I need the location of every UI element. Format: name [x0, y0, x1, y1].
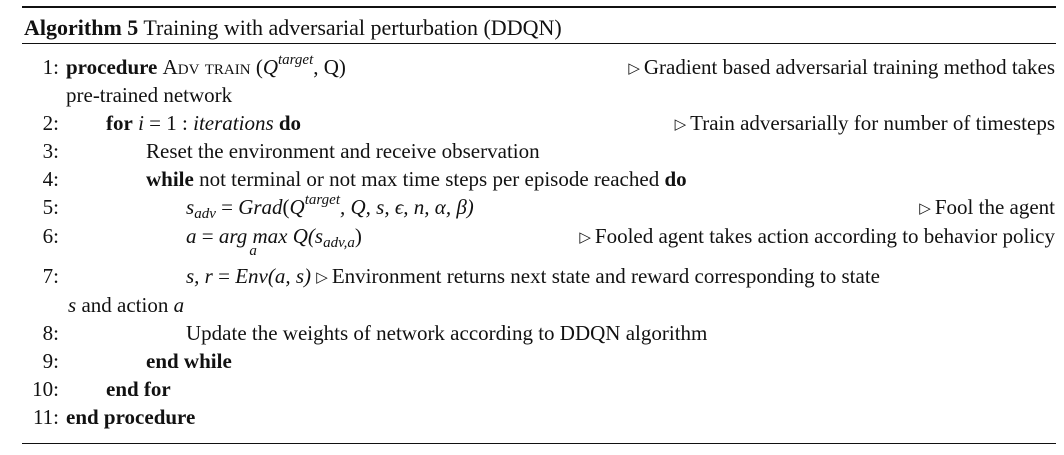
- line-9: end while: [146, 349, 232, 374]
- subscript: adv,a: [323, 235, 355, 251]
- subscript: adv: [194, 206, 216, 222]
- paren: (: [282, 195, 290, 219]
- math-eq: =: [215, 195, 239, 219]
- algorithm-label: Algorithm 5: [24, 15, 139, 40]
- line-3: Reset the environment and receive observ…: [146, 139, 540, 163]
- comment-marker-icon: ▷: [628, 61, 640, 77]
- line-2: for i = 1 : iterations do: [106, 111, 301, 136]
- line-number: 6:: [42, 224, 59, 248]
- math-eq: = 1 :: [143, 111, 194, 135]
- argmax-under: a: [249, 243, 257, 259]
- math-grad: Grad: [238, 195, 283, 219]
- keyword: end procedure: [66, 405, 196, 429]
- math-lhs: s, r: [186, 264, 213, 288]
- comment-text: Fool the agent: [934, 195, 1055, 219]
- superscript: target: [277, 52, 314, 68]
- comment-marker-icon: ▷: [674, 117, 687, 133]
- math-s: s: [186, 195, 195, 219]
- comment-text: Fooled agent takes action according to b…: [594, 224, 1055, 248]
- line-5: sadv = Grad(Qtarget, Q, s, ϵ, n, α, β): [186, 192, 474, 222]
- paren: ): [354, 224, 362, 248]
- keyword: procedure: [66, 55, 158, 79]
- math-q: Q: [289, 195, 305, 219]
- statement: and action: [76, 293, 174, 317]
- comment-text: Train adversarially for number of timest…: [690, 111, 1055, 135]
- line-number: 8:: [42, 321, 59, 345]
- comment: ▷Fool the agent: [919, 195, 1055, 220]
- math-q: Q: [262, 55, 278, 79]
- paren: (: [255, 55, 263, 79]
- args: (a, s): [267, 264, 312, 288]
- math-eq: =: [196, 224, 219, 248]
- line-10: end for: [106, 377, 171, 402]
- line-4: while not terminal or not max time steps…: [146, 167, 687, 192]
- math-a: a: [186, 224, 197, 248]
- line-number: 2:: [42, 111, 59, 135]
- keyword: end while: [146, 349, 232, 373]
- line-8: Update the weights of network according …: [186, 321, 708, 345]
- line-number: 4:: [42, 167, 59, 191]
- args: , Q): [313, 55, 346, 79]
- line-number: 11:: [32, 405, 59, 429]
- keyword: do: [664, 167, 687, 191]
- procedure-name: Adv train: [162, 55, 251, 79]
- math-argmax: arg max: [218, 224, 288, 248]
- superscript: target: [304, 192, 340, 208]
- statement: not terminal or not max time steps per e…: [193, 167, 665, 191]
- keyword: for: [106, 111, 133, 135]
- algorithm-caption: Training with adversarial perturbation (…: [143, 15, 562, 40]
- comment-marker-icon: ▷: [579, 230, 591, 246]
- comment-text: Environment returns next state and rewar…: [331, 264, 880, 288]
- math-q: Q(s: [287, 224, 324, 248]
- keyword: while: [146, 167, 194, 191]
- line-number: 10:: [32, 377, 59, 401]
- line-7: s, r = Env(a, s) ▷Environment returns ne…: [186, 264, 880, 289]
- comment: ▷Train adversarially for number of times…: [675, 111, 1055, 136]
- bottom-rule: [22, 443, 1056, 444]
- line-number: 1:: [42, 55, 59, 79]
- line-number: 9:: [42, 349, 59, 373]
- math-a: a: [173, 293, 185, 317]
- line-1: procedure Adv train (Qtarget, Q): [66, 52, 346, 80]
- line-11: end procedure: [66, 405, 195, 430]
- args: , Q, s, ϵ, n, α, β): [340, 195, 474, 219]
- line-number: 7:: [42, 264, 59, 288]
- comment: ▷Fooled agent takes action according to …: [579, 224, 1055, 249]
- header-rule: [22, 43, 1056, 44]
- comment-text: Gradient based adversarial training meth…: [643, 55, 1055, 79]
- math-i: i: [138, 111, 144, 135]
- comment-marker-icon: ▷: [919, 201, 931, 217]
- comment: ▷Gradient based adversarial training met…: [628, 55, 1055, 80]
- line-number: 3:: [42, 139, 59, 163]
- comment-marker-icon: ▷: [316, 270, 328, 286]
- line-7-wrap: s and action a: [68, 293, 184, 318]
- line-1-wrap: pre-trained network: [66, 83, 233, 107]
- algorithm-title: Algorithm 5 Training with adversarial pe…: [24, 15, 562, 41]
- math-eq: =: [212, 264, 236, 288]
- line-number: 5:: [42, 195, 59, 219]
- math-s: s: [68, 293, 77, 317]
- math-iterations: iterations: [193, 111, 274, 135]
- math-env: Env: [235, 264, 268, 288]
- keyword: do: [278, 111, 302, 135]
- keyword: end for: [106, 377, 171, 401]
- top-rule: [22, 6, 1056, 8]
